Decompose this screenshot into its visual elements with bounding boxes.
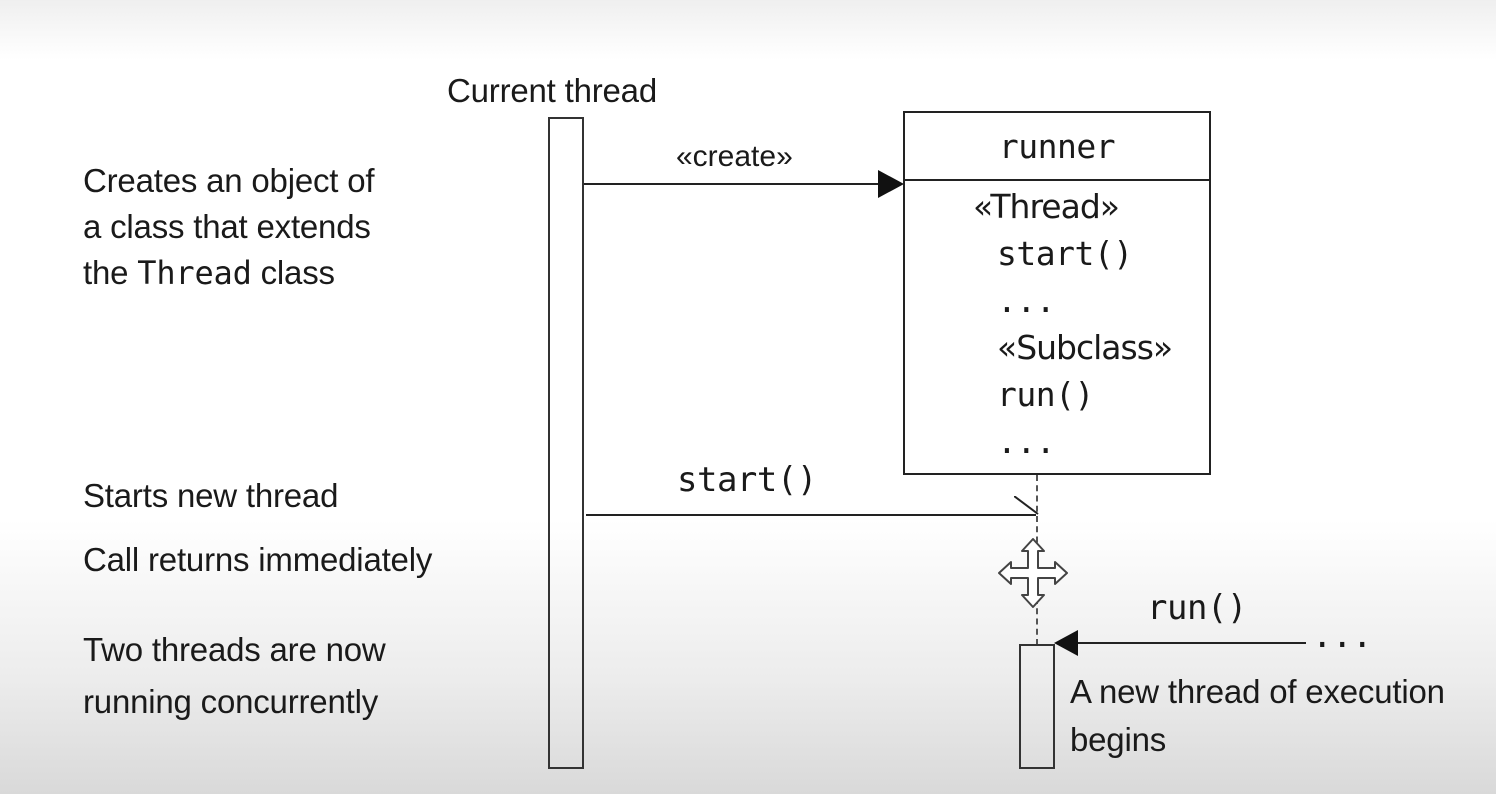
thread-class-code: Thread: [137, 254, 252, 292]
start-message-label: start(): [677, 460, 817, 500]
create-message-label: «create»: [676, 140, 793, 173]
create-message-line: [584, 183, 884, 185]
new-thread-line-2: begins: [1070, 721, 1167, 758]
starts-description: Starts new thread: [83, 477, 339, 514]
create-description-line-2: a class that extends: [83, 208, 371, 245]
start-half-arrowhead-icon: [1014, 496, 1039, 515]
concurrent-line-1: Two threads are now: [83, 631, 386, 668]
create-description-line-3: the Thread class: [83, 250, 374, 296]
thread-stereotype: «Thread»: [973, 187, 1120, 226]
create-description: Creates an object of a class that extend…: [83, 158, 375, 296]
line3-suffix: class: [251, 254, 335, 291]
move-cursor-icon: [998, 538, 1068, 608]
runner-object-box: runner «Thread» start() ... «Subclass» r…: [903, 111, 1211, 475]
start-method: start(): [997, 234, 1133, 273]
run-ellipsis: ...: [1312, 616, 1372, 656]
run-arrowhead-icon: [1054, 630, 1078, 656]
new-thread-line-1: A new thread of execution: [1070, 673, 1445, 710]
runner-object-header: runner: [905, 113, 1209, 181]
runner-object-name: runner: [998, 126, 1116, 166]
new-thread-description: A new thread of execution begins: [1070, 668, 1445, 764]
create-description-line-1: Creates an object of: [83, 162, 375, 199]
current-thread-activation: [548, 117, 584, 769]
new-thread-activation: [1019, 644, 1055, 769]
start-message-line: [586, 514, 1036, 516]
run-message-label: run(): [1147, 588, 1247, 628]
line3-prefix: the: [83, 254, 138, 291]
lifeline-label: Current thread: [447, 72, 657, 109]
create-arrowhead-icon: [878, 170, 904, 198]
ellipsis-2: ...: [997, 422, 1056, 461]
returns-description: Call returns immediately: [83, 541, 433, 578]
concurrent-description: Two threads are now running concurrently: [83, 624, 386, 728]
concurrent-line-2: running concurrently: [83, 683, 378, 720]
ellipsis-1: ...: [997, 281, 1056, 320]
run-method: run(): [997, 375, 1094, 414]
subclass-stereotype: «Subclass»: [997, 328, 1173, 367]
run-message-line: [1070, 642, 1306, 644]
runner-object-body: «Thread» start() ... «Subclass» run() ..…: [905, 181, 1209, 465]
